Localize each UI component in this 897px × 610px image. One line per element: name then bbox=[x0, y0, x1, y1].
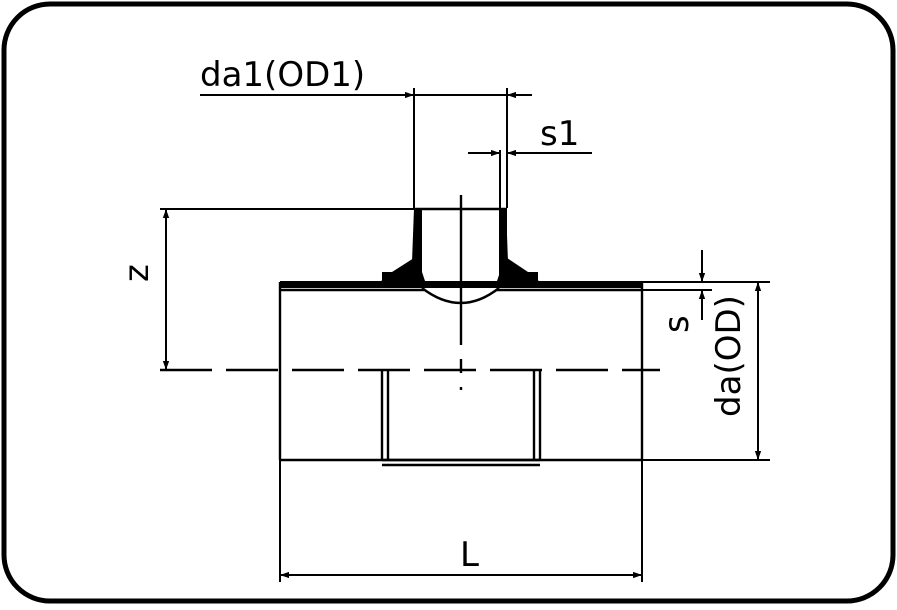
label-s1: s1 bbox=[540, 114, 579, 154]
inner-socket bbox=[380, 370, 542, 467]
label-da1: da1(OD1) bbox=[200, 55, 365, 95]
label-z: z bbox=[117, 264, 157, 282]
label-L: L bbox=[460, 535, 479, 575]
label-da: da(OD) bbox=[709, 295, 749, 417]
extension-lines bbox=[160, 88, 770, 582]
label-s: s bbox=[657, 315, 697, 333]
branch-weld-right bbox=[507, 258, 540, 282]
branch-weld-left bbox=[380, 258, 414, 282]
